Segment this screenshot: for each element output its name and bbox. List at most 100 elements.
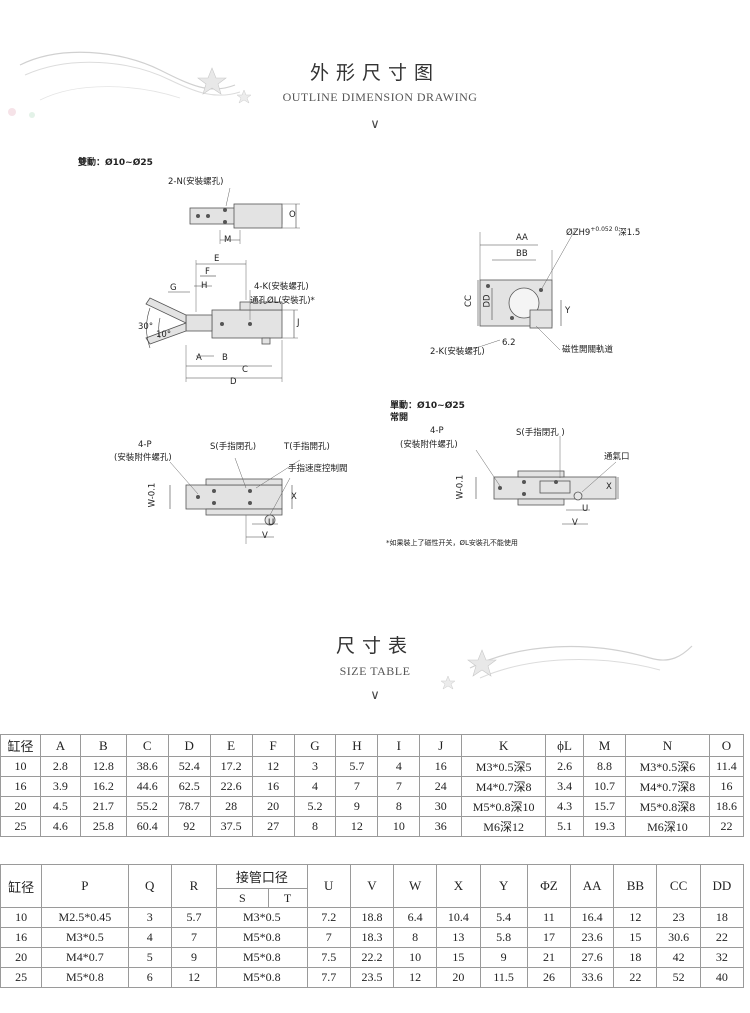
header-cell: 接管口径 [216, 864, 308, 889]
table-cell: M3*0.5 [41, 927, 129, 948]
dim-y: Y [565, 306, 571, 316]
header-cell: 缸径 [0, 734, 41, 757]
table-cell: 92 [167, 816, 211, 837]
table-cell: 7 [377, 776, 421, 797]
table-cell: 36 [419, 816, 463, 837]
header-cell: ΦZ [526, 864, 572, 908]
table-cell: 30.6 [656, 927, 701, 948]
table-cell: M6深12 [461, 816, 547, 837]
dim-o: O [289, 210, 296, 220]
table-cell: M3*0.5 [216, 907, 308, 928]
table-cell: 7 [170, 927, 218, 948]
table-header-row: 缸径 P Q R 接管口径 U V W X Y ΦZ AA BB CC DD [0, 864, 745, 908]
dim-g: G [170, 283, 177, 293]
table-cell: 37.5 [209, 816, 253, 837]
dim-f: F [205, 267, 210, 277]
table-cell: 5.2 [293, 796, 337, 817]
table-cell: 18.8 [349, 907, 395, 928]
dim-x-left: X [291, 492, 297, 502]
dim-6-2: 6.2 [502, 338, 516, 348]
k-holes-label: 4-K(安裝螺孔) [254, 282, 309, 292]
outline-dimension-drawing [145, 187, 619, 544]
dim-10deg: 10° [156, 330, 172, 340]
header-cell: J [419, 734, 463, 757]
table-cell: 23 [656, 907, 701, 928]
table-cell: 24 [419, 776, 463, 797]
table-header-row: 缸径 A B C D E F G H I J K ϕL M N O [0, 734, 745, 757]
table-cell: 6 [127, 967, 172, 988]
table-cell: M2.5*0.45 [41, 907, 129, 928]
table-cell: 16 [0, 776, 41, 797]
table-cell: 10.4 [436, 907, 481, 928]
header-cell: 缸径 [0, 864, 43, 908]
table-cell: 18 [699, 907, 745, 928]
k2-holes-label: 2-K(安裝螺孔) [430, 347, 485, 357]
header-cell: T [267, 888, 308, 908]
table-cell: 12 [335, 816, 379, 837]
header-cell: G [293, 734, 337, 757]
dim-cc: CC [463, 295, 474, 307]
table-cell: 17 [526, 927, 572, 948]
header-cell: S [216, 888, 269, 908]
table-cell: 4 [377, 756, 421, 777]
dim-d: D [230, 377, 237, 387]
table-cell: 5.7 [335, 756, 379, 777]
table-cell: 27 [251, 816, 295, 837]
table-cell: 8 [377, 796, 421, 817]
speed-valve-label: 手指速度控制閥 [288, 464, 348, 474]
header-cell: P [41, 864, 129, 908]
dim-e: E [214, 254, 220, 264]
n-holes-label: 2-N(安裝螺孔) [168, 177, 224, 187]
table-cell: 3 [127, 907, 172, 928]
table-cell: 12 [393, 967, 438, 988]
table-cell: 12 [251, 756, 295, 777]
table-cell: 10.7 [583, 776, 626, 797]
table-cell: 42 [656, 947, 701, 968]
single-acting-label: 單動：Ø10~Ø25 [390, 401, 465, 411]
table-cell: 9 [170, 947, 218, 968]
dim-u-right: U [582, 504, 589, 514]
table-cell: 3.9 [39, 776, 81, 797]
table-cell: 12 [170, 967, 218, 988]
dim-c: C [242, 365, 248, 375]
p-holes-label-a2: 4-P [430, 426, 444, 436]
table-cell: 10 [0, 756, 41, 777]
dim-u-left: U [268, 518, 275, 528]
header-cell: E [209, 734, 253, 757]
table-cell: 52 [656, 967, 701, 988]
table-cell: M5*0.8深8 [624, 796, 710, 817]
table-cell: 5.1 [545, 816, 585, 837]
s-close-label: S(手指閉孔) [210, 442, 257, 452]
table-cell: 15 [613, 927, 658, 948]
table-cell: 18.3 [349, 927, 395, 948]
size-title-en: SIZE TABLE [339, 664, 411, 678]
table-cell: 3 [293, 756, 337, 777]
table-cell: 11.5 [479, 967, 528, 988]
normally-open-label: 常開 [390, 413, 409, 423]
header-cell: W [393, 864, 438, 908]
table-cell: 8.8 [583, 756, 626, 777]
table-cell: M4*0.7深8 [624, 776, 710, 797]
header-cell: AA [570, 864, 615, 908]
table-cell: 22 [708, 816, 745, 837]
dim-bb: BB [516, 249, 528, 259]
dim-m: M [224, 235, 232, 245]
table-cell: 7 [335, 776, 379, 797]
magnet-note: *如果裝上了磁性开关，ØL安裝孔不能使用 [386, 539, 518, 547]
table-cell: 5.4 [479, 907, 528, 928]
table-cell: 20 [0, 796, 41, 817]
table-cell: 25 [0, 967, 43, 988]
table-cell: 5.7 [170, 907, 218, 928]
header-cell: I [377, 734, 421, 757]
table-cell: 28 [209, 796, 253, 817]
table-cell: 21.7 [79, 796, 127, 817]
table-cell: 11 [526, 907, 572, 928]
dim-a: A [196, 353, 202, 363]
header-cell: U [306, 864, 351, 908]
